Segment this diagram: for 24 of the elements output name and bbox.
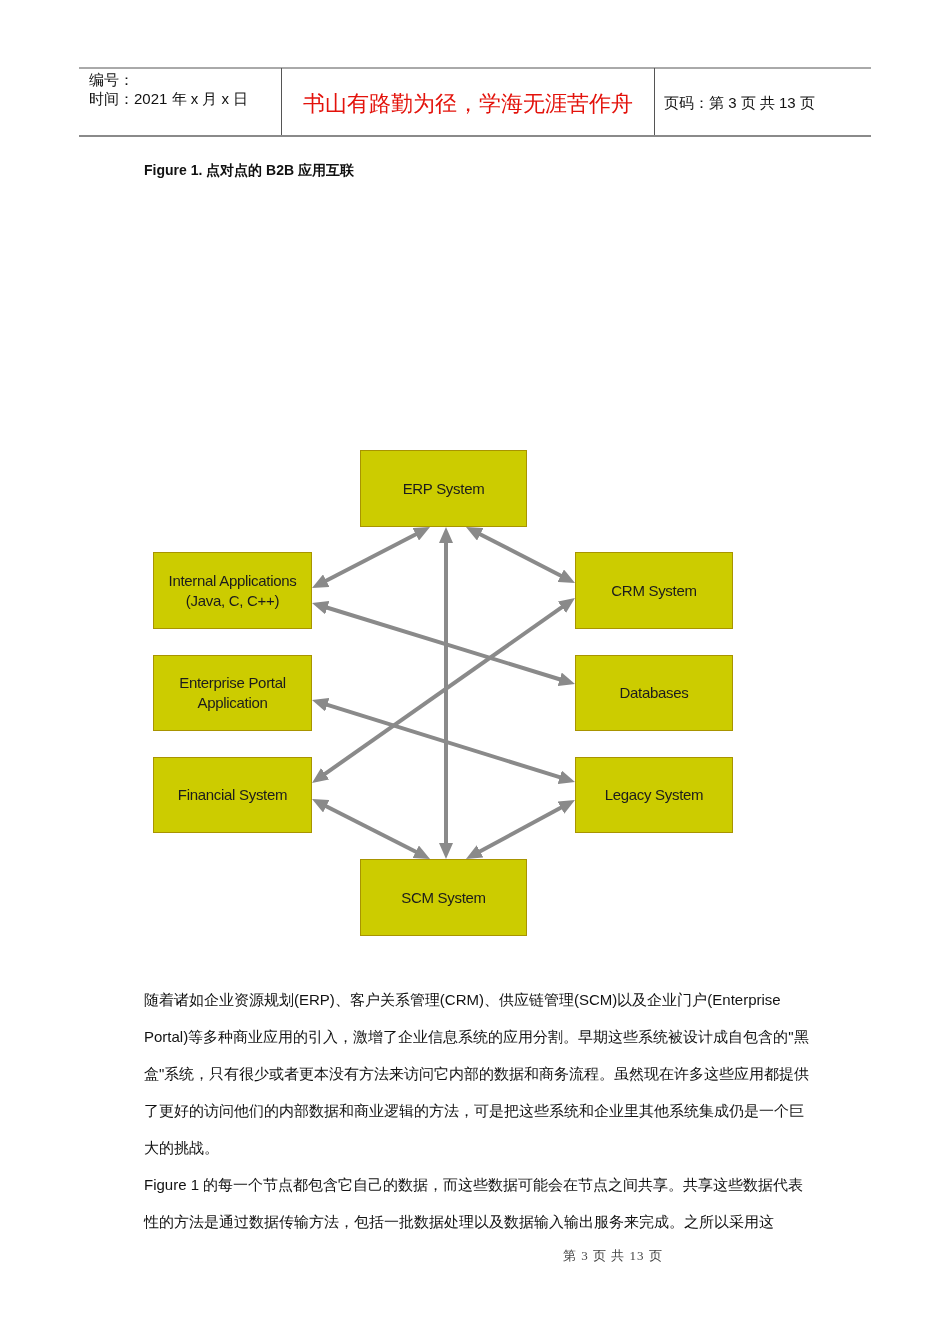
system-box: CRM System bbox=[575, 552, 733, 629]
header-text: 时间：2021 年 x 月 x 日 bbox=[89, 90, 249, 109]
arrow bbox=[312, 601, 575, 686]
page-footer: 第 3 页 共 13 页 bbox=[563, 1247, 663, 1265]
system-box: SCM System bbox=[360, 859, 527, 936]
figure-title: Figure 1. 点对点的 B2B 应用互联 bbox=[144, 162, 355, 180]
arrow bbox=[312, 799, 430, 859]
system-box: ERP System bbox=[360, 450, 527, 527]
system-box: Legacy System bbox=[575, 757, 733, 833]
body-paragraph: Figure 1 的每一个节点都包含它自己的数据，而这些数据可能会在节点之间共享。共享这些数据代表性的方法是通过数据传输方法，包括一批数据处理以及数据输入输出服务来完成。之所以采用这 bbox=[144, 1175, 805, 1232]
arrow bbox=[466, 800, 575, 859]
system-box: Enterprise Portal Application bbox=[153, 655, 312, 731]
arrow bbox=[312, 598, 575, 783]
arrow bbox=[439, 527, 453, 859]
system-box: Databases bbox=[575, 655, 733, 731]
arrow bbox=[312, 527, 430, 588]
system-box: Internal Applications (Java, C, C++) bbox=[153, 552, 312, 629]
body-paragraph: 随着诸如企业资源规划(ERP)、客户关系管理(CRM)、供应链管理(SCM)以及企业门户(Enterprise Portal)等多种商业应用的引入，激增了企业信息系统的应用分割。早期这些系统被设计成自包含的"黑盒"系统，只有很少或者更本没有方法来访问它内部的数据和商务流程。虽然现在许多这些应用都提供了更好的访问他们的内部数据和商业逻辑的方法，可是把这些系统和企业里其他系统集成仍是一个巨大的挑战。 bbox=[144, 990, 811, 1158]
arrow bbox=[466, 527, 575, 583]
page-info-text: 页码：第 3 页 共 13 页 bbox=[664, 94, 815, 113]
header-text: 编号： bbox=[89, 71, 134, 90]
arrow bbox=[312, 698, 575, 784]
motto-text: 书山有路勤为径，学海无涯苦作舟 bbox=[301, 90, 634, 118]
system-box: Financial System bbox=[153, 757, 312, 833]
